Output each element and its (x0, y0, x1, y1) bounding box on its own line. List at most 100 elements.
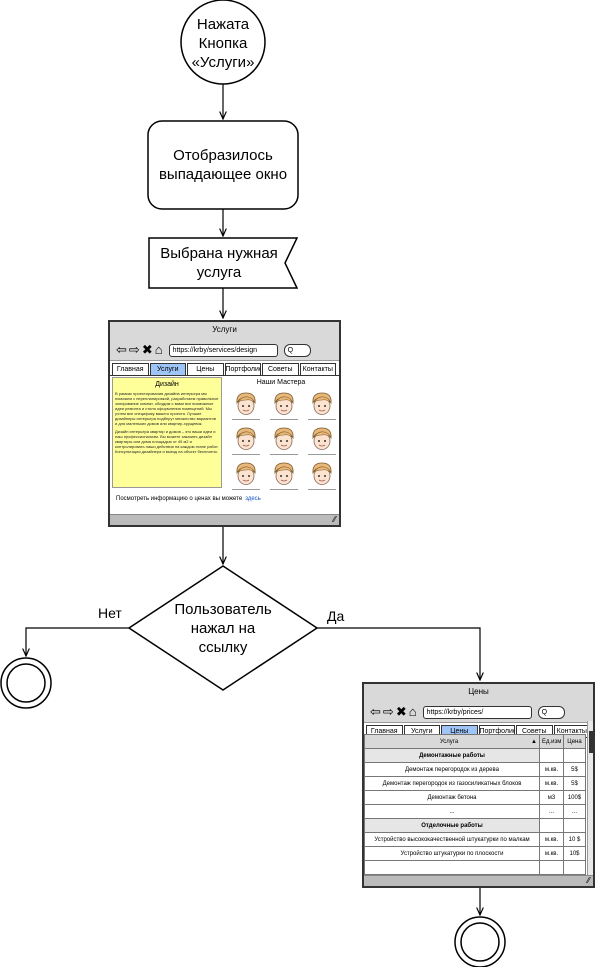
avatar-divider (270, 489, 298, 490)
table-row[interactable]: ......... (364, 804, 586, 819)
unit-cell: м3 (539, 790, 564, 805)
design-paragraph-1: В рамках проектирования дизайна интерьер… (115, 391, 219, 426)
table-row[interactable]: Демонтажные работы (364, 748, 586, 763)
category-cell: Отделочные работы (364, 818, 540, 833)
avatar-divider (308, 489, 336, 490)
masters-title: Наши Мастера (256, 379, 306, 386)
design-description-note: Дизайн В рамках проектирования дизайна и… (112, 377, 222, 488)
forward-arrow-icon[interactable]: ⇨ (382, 704, 394, 719)
forward-arrow-icon[interactable]: ⇨ (128, 342, 140, 357)
column-header-price[interactable]: Цена (563, 734, 586, 749)
table-row[interactable] (364, 860, 586, 875)
unit-cell: ... (539, 804, 564, 819)
master-avatar (308, 460, 336, 488)
services-tab-6[interactable]: Контакты (299, 363, 336, 375)
empty-cell (539, 818, 564, 833)
services-page-mockup: Услуги ⇦ ⇨ ✖ ⌂ https://krby/services/des… (108, 320, 341, 527)
prices-url-field[interactable]: https://krby/prices/ (422, 705, 532, 719)
prices-nav-bar: ⇦ ⇨ ✖ ⌂ https://krby/prices/ Q (364, 702, 593, 723)
close-icon[interactable]: ✖ (395, 704, 407, 719)
master-avatar (270, 390, 298, 418)
design-paragraph-2: Дизайн интерьера квартир и домов – это в… (115, 429, 219, 454)
price-cell: 100$ (563, 790, 586, 805)
end-node-bottom (454, 916, 506, 967)
unit-cell (539, 860, 564, 875)
price-cell: 10$ (563, 846, 586, 861)
sort-asc-icon[interactable]: ▲ (531, 738, 537, 745)
prices-link[interactable]: здесь (245, 496, 261, 502)
services-status-bar: ⁄⁄ (110, 514, 339, 525)
services-tab-2[interactable]: Услуги (149, 363, 186, 375)
selected-node (148, 237, 299, 289)
table-row[interactable]: Устройство высококачественной штукатурки… (364, 832, 586, 847)
home-icon[interactable]: ⌂ (154, 342, 163, 357)
master-avatar (232, 425, 260, 453)
avatar-divider (232, 419, 260, 420)
service-cell: Устройство штукатурки по плоскости (364, 846, 540, 861)
master-avatar (308, 425, 336, 453)
table-row[interactable]: Отделочные работы (364, 818, 586, 833)
avatar-divider (232, 454, 260, 455)
service-cell: Демонтаж перегородок из газосиликатных б… (364, 776, 540, 791)
avatar-divider (308, 454, 336, 455)
table-row[interactable]: Демонтаж перегородок из газосиликатных б… (364, 776, 586, 791)
category-cell: Демонтажные работы (364, 748, 540, 763)
avatar-divider (232, 489, 260, 490)
master-avatar (270, 425, 298, 453)
master-avatar (232, 460, 260, 488)
prices-status-bar: ⁄⁄ (364, 875, 593, 886)
back-arrow-icon[interactable]: ⇦ (116, 342, 127, 357)
close-icon[interactable]: ✖ (141, 342, 153, 357)
services-nav-bar: ⇦ ⇨ ✖ ⌂ https://krby/services/design Q (110, 340, 339, 361)
price-cell (563, 860, 586, 875)
services-tab-4[interactable]: Портфолио (224, 363, 261, 375)
edge-no (26, 627, 129, 656)
decision-node (127, 565, 319, 691)
services-window-title: Услуги (110, 322, 339, 340)
price-cell: 10 $ (563, 832, 586, 847)
resize-grip-icon[interactable]: ⁄⁄ (333, 515, 336, 524)
unit-cell: м.кв. (539, 762, 564, 777)
unit-cell: м.кв. (539, 832, 564, 847)
home-icon[interactable]: ⌂ (408, 704, 417, 719)
column-header-unit[interactable]: Ед.изм (539, 734, 564, 749)
services-tab-5[interactable]: Советы (262, 363, 299, 375)
master-avatar (270, 460, 298, 488)
services-tab-1[interactable]: Главная (112, 363, 149, 375)
services-search-field[interactable]: Q (283, 343, 311, 357)
avatar-divider (308, 419, 336, 420)
dropdown-node-label: Отобразилось выпадающее окно (158, 147, 288, 183)
avatar-divider (270, 454, 298, 455)
empty-cell (539, 748, 564, 763)
table-scrollbar[interactable] (587, 721, 593, 878)
selected-node-label: Выбрана нужная услуга (160, 245, 278, 281)
prices-hint-text: Посмотреть информацию о ценах вы можете (116, 496, 243, 502)
edge-yes (317, 627, 480, 680)
service-cell: Демонтаж перегородок из дерева (364, 762, 540, 777)
end-node-left (0, 657, 52, 709)
prices-page-mockup: Цены ⇦ ⇨ ✖ ⌂ https://krby/prices/ Q Глав… (362, 682, 595, 888)
services-url-field[interactable]: https://krby/services/design (168, 343, 278, 357)
master-avatar (232, 390, 260, 418)
service-cell: Устройство высококачественной штукатурки… (364, 832, 540, 847)
resize-grip-icon[interactable]: ⁄⁄ (587, 876, 590, 885)
prices-search-field[interactable]: Q (537, 705, 565, 719)
decision-node-label: Пользователь нажал на ссылку (174, 600, 272, 656)
price-cell: ... (563, 804, 586, 819)
column-header-service[interactable]: Услуга ▲ (364, 734, 540, 749)
back-arrow-icon[interactable]: ⇦ (370, 704, 381, 719)
scrollbar-thumb[interactable] (589, 731, 593, 753)
edge-label-yes: Да (327, 608, 345, 624)
master-avatar (308, 390, 336, 418)
avatar-divider (270, 419, 298, 420)
services-tab-3[interactable]: Цены (187, 363, 224, 375)
service-cell (364, 860, 540, 875)
unit-cell: м.кв. (539, 846, 564, 861)
